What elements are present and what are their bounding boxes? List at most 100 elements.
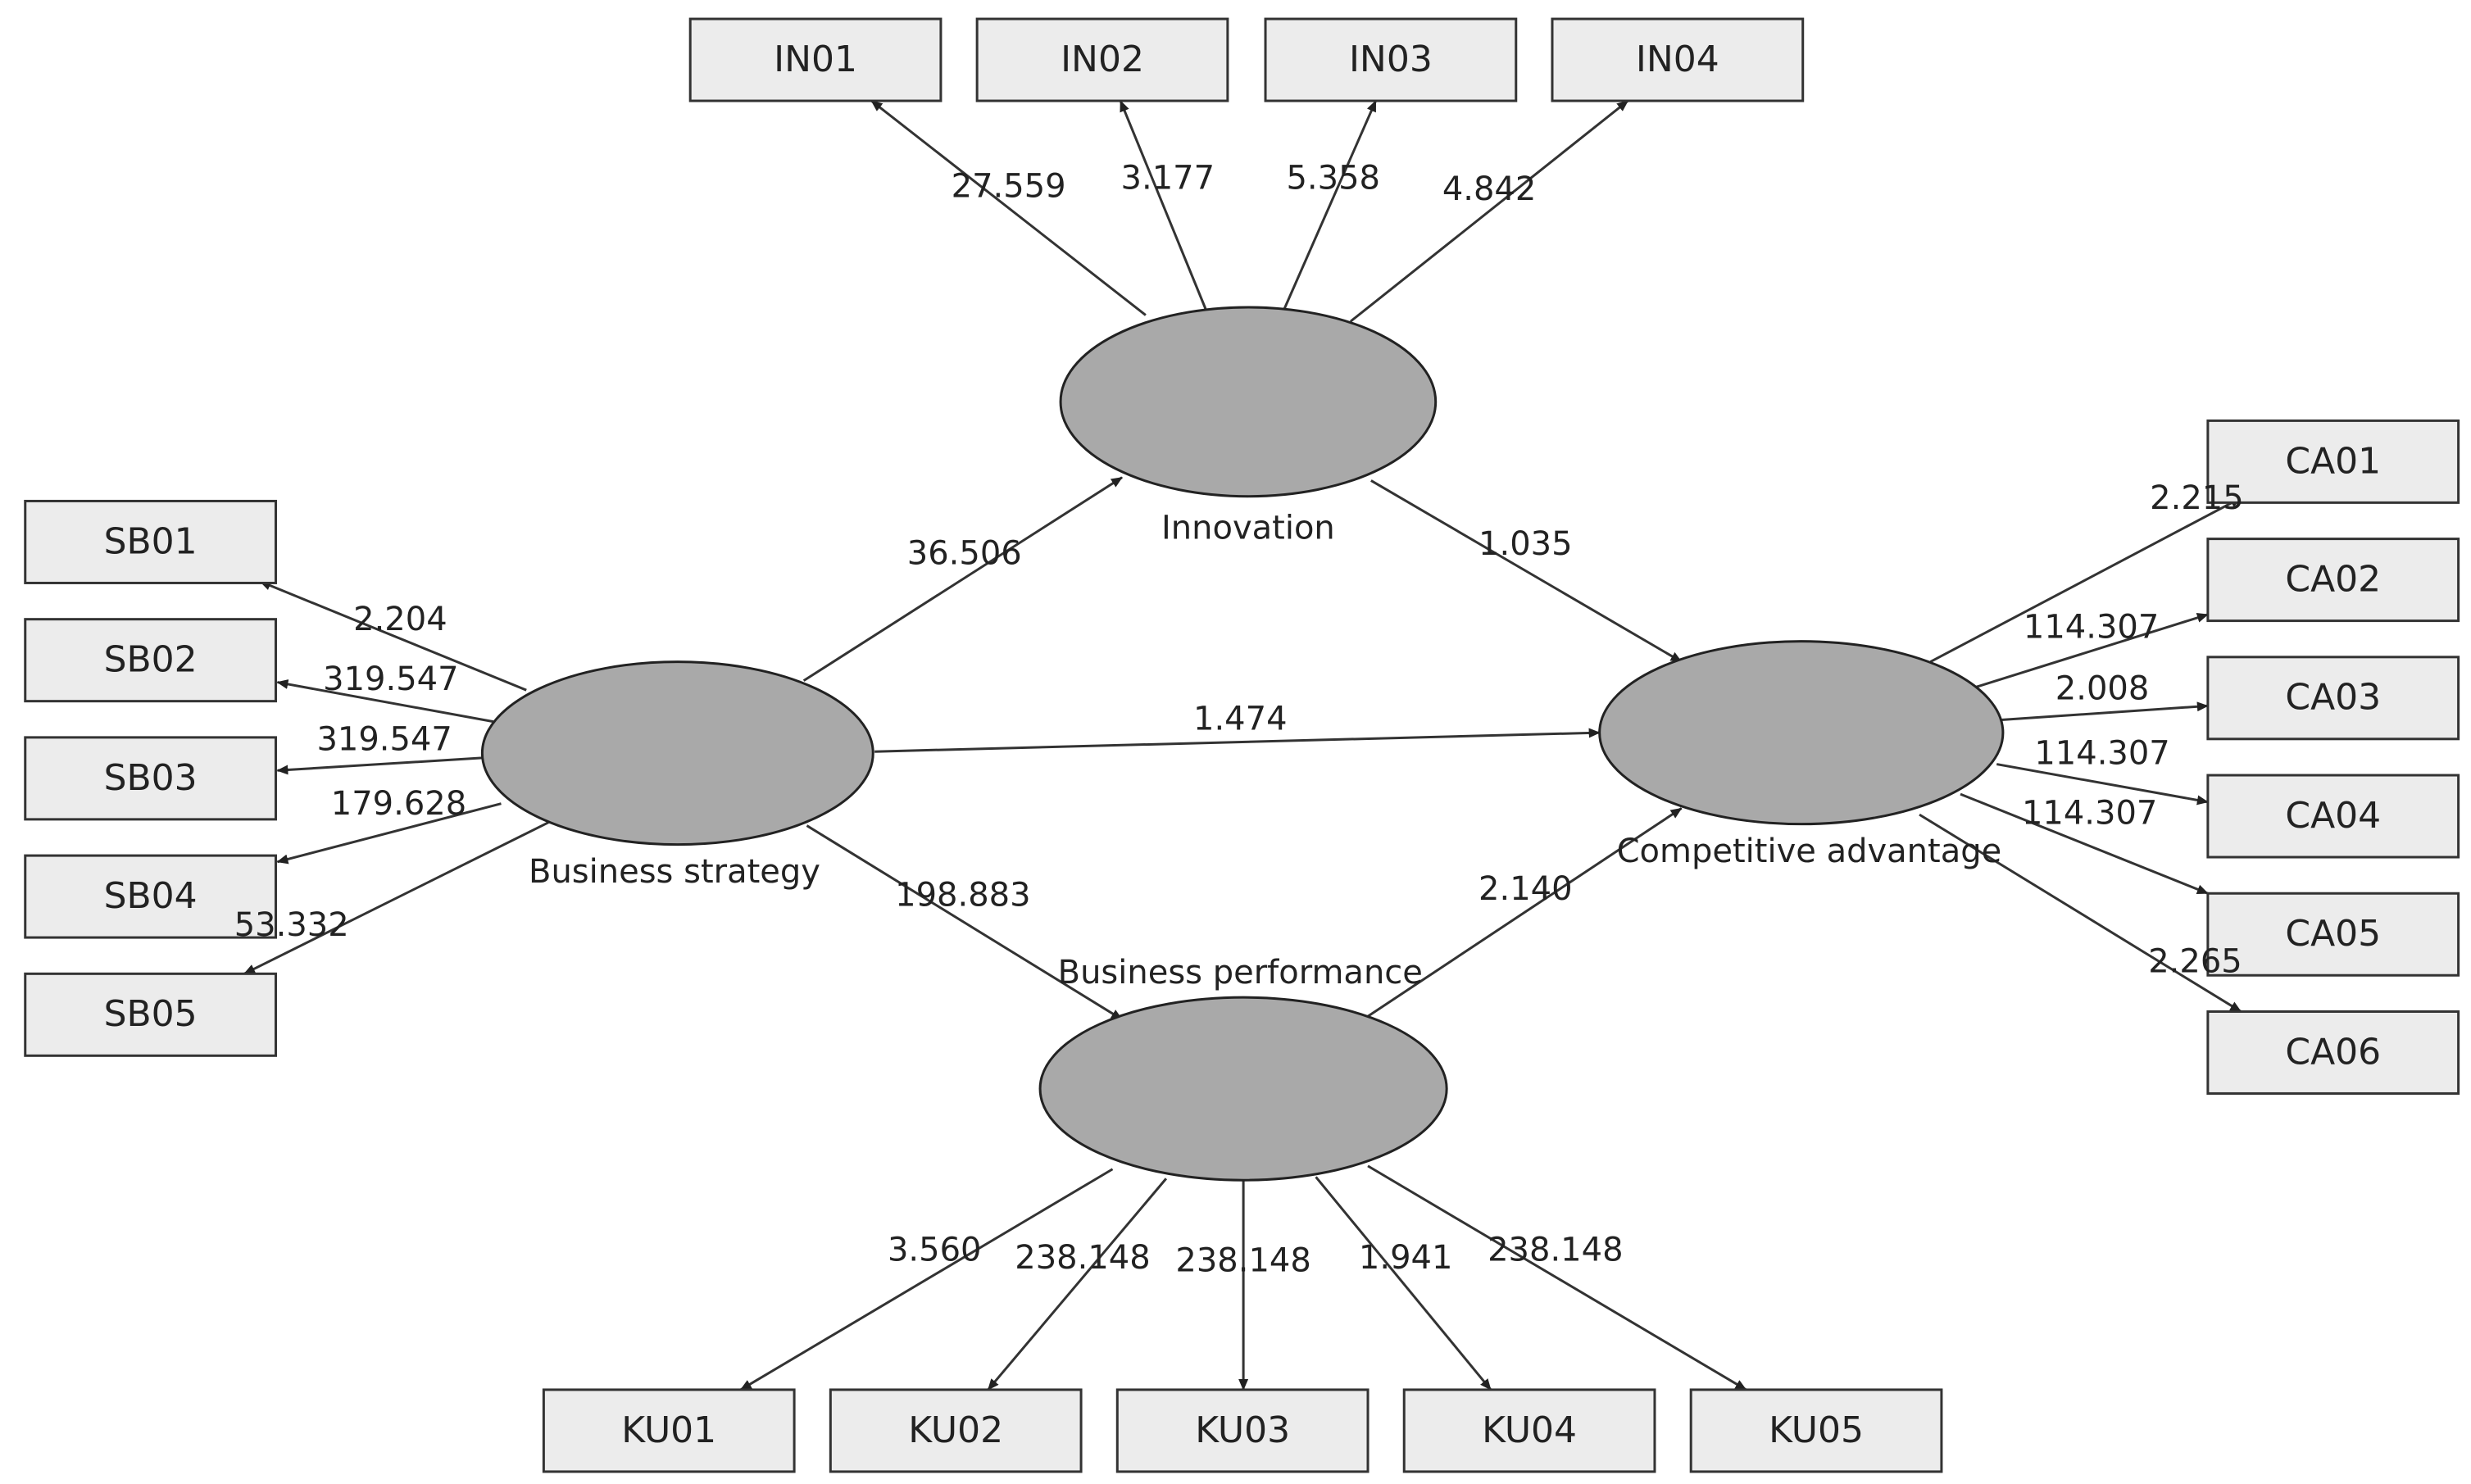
latent-business-performance-label: Business performance: [1058, 954, 1423, 992]
indicator-in02-label: IN02: [1061, 39, 1144, 80]
indicator-in02[interactable]: [975, 17, 1229, 102]
path-business-strategy-to-sb01-value: 2.204: [353, 601, 447, 638]
path-business-strategy-to-sb03-value: 319.547: [316, 720, 452, 758]
indicator-sb02-label: SB02: [104, 639, 198, 681]
indicator-ku02-label: KU02: [908, 1409, 1003, 1451]
indicator-ca01-label: CA01: [2285, 440, 2381, 482]
path-business-strategy-to-sb03-arrow: [276, 756, 483, 775]
path-business-performance-to-competitive-advantage-value: 2.140: [1479, 870, 1573, 908]
indicator-ca03[interactable]: [2206, 656, 2460, 741]
path-business-performance-to-ku05-value: 238.148: [1488, 1231, 1623, 1268]
path-business-performance-to-competitive-advantage-arrow: [1367, 807, 1683, 1018]
indicator-sb03-label: SB03: [104, 757, 198, 799]
indicator-ca05[interactable]: [2206, 892, 2460, 977]
path-innovation-to-in03-value: 5.358: [1286, 160, 1380, 197]
indicator-sb01-label: SB01: [104, 520, 198, 562]
path-business-performance-to-ku05-arrow: [1367, 1164, 1747, 1391]
indicator-sb02[interactable]: [24, 618, 277, 703]
path-business-strategy-to-business-performance-value: 198.883: [895, 877, 1030, 914]
latent-innovation-label: Innovation: [1161, 510, 1335, 547]
path-competitive-advantage-to-ca04-arrow: [1996, 763, 2209, 806]
latent-competitive-advantage[interactable]: [1598, 640, 2005, 826]
indicator-sb05-label: SB05: [104, 993, 198, 1035]
path-business-strategy-to-sb04-arrow: [276, 802, 502, 865]
indicator-in01[interactable]: [688, 17, 943, 102]
indicator-ku05[interactable]: [1689, 1388, 1943, 1473]
path-competitive-advantage-to-ca03-value: 2.008: [2055, 670, 2150, 708]
path-business-strategy-to-innovation-value: 36.506: [907, 534, 1022, 572]
indicator-ku03-label: KU03: [1195, 1409, 1290, 1451]
path-business-performance-to-ku04-value: 1.941: [1359, 1239, 1453, 1277]
indicator-sb05[interactable]: [24, 972, 277, 1057]
indicator-ca04-label: CA04: [2285, 795, 2381, 837]
path-business-performance-to-ku03-value: 238.148: [1175, 1242, 1310, 1280]
indicator-in03-label: IN03: [1349, 39, 1433, 80]
latent-business-performance[interactable]: [1038, 996, 1448, 1182]
path-innovation-to-in01-arrow: [870, 99, 1147, 316]
path-business-strategy-to-sb02-value: 319.547: [323, 660, 458, 698]
indicator-ku04-label: KU04: [1482, 1409, 1577, 1451]
indicator-ca04[interactable]: [2206, 774, 2460, 859]
indicator-ku04[interactable]: [1402, 1388, 1656, 1473]
path-business-performance-to-ku04-arrow: [1315, 1176, 1492, 1391]
latent-business-strategy[interactable]: [480, 660, 874, 846]
path-business-performance-to-ku01-value: 3.560: [888, 1231, 982, 1268]
indicator-in03[interactable]: [1264, 17, 1518, 102]
path-business-strategy-to-sb01-arrow: [259, 580, 527, 692]
path-business-strategy-to-sb04-value: 179.628: [331, 785, 466, 823]
indicator-ca03-label: CA03: [2285, 677, 2381, 719]
edges-layer: [243, 99, 2242, 1391]
path-competitive-advantage-to-ca01-value: 2.215: [2150, 479, 2244, 517]
labels-layer: 36.506 1.035 1.474 198.883 2.140 27.559 3.177 5…: [234, 160, 2244, 1280]
path-innovation-to-in02-arrow: [1119, 100, 1207, 310]
indicator-sb01[interactable]: [24, 499, 277, 584]
path-business-strategy-to-competitive-advantage-arrow: [874, 728, 1601, 753]
indicator-in01-label: IN01: [774, 39, 857, 80]
path-innovation-to-competitive-advantage-arrow: [1370, 479, 1683, 663]
indicator-ca06-label: CA06: [2285, 1031, 2381, 1073]
latent-business-strategy-label: Business strategy: [529, 853, 820, 891]
path-business-strategy-to-sb05-arrow: [243, 821, 549, 975]
path-business-performance-to-ku01-arrow: [739, 1168, 1114, 1391]
indicator-ca05-label: CA05: [2285, 913, 2381, 955]
path-competitive-advantage-to-ca05-value: 114.307: [2022, 795, 2157, 833]
indicator-ca06[interactable]: [2206, 1010, 2460, 1095]
indicator-sb04[interactable]: [24, 854, 277, 939]
path-business-strategy-to-sb05-value: 53.332: [234, 906, 349, 944]
path-competitive-advantage-to-ca06-arrow: [1919, 813, 2242, 1013]
path-business-strategy-to-competitive-advantage-value: 1.474: [1193, 700, 1288, 737]
path-competitive-advantage-to-ca01-arrow: [1929, 497, 2242, 663]
path-innovation-to-in04-value: 4.842: [1442, 170, 1537, 208]
path-innovation-to-in01-value: 27.559: [952, 167, 1066, 205]
path-innovation-to-competitive-advantage-value: 1.035: [1479, 525, 1573, 563]
indicator-in04-label: IN04: [1636, 39, 1719, 80]
path-competitive-advantage-to-ca04-value: 114.307: [2034, 735, 2169, 773]
indicator-sb03[interactable]: [24, 736, 277, 821]
path-competitive-advantage-to-ca05-arrow: [1960, 792, 2209, 895]
indicator-ku05-label: KU05: [1769, 1409, 1864, 1451]
indicator-ca01[interactable]: [2206, 419, 2460, 504]
indicator-ku03[interactable]: [1115, 1388, 1369, 1473]
indicator-ca02[interactable]: [2206, 538, 2460, 623]
latent-innovation[interactable]: [1059, 306, 1438, 498]
path-competitive-advantage-to-ca06-value: 2.265: [2148, 942, 2242, 980]
path-competitive-advantage-to-ca02-value: 114.307: [2024, 609, 2159, 647]
path-business-strategy-to-business-performance-arrow: [806, 824, 1123, 1021]
path-competitive-advantage-to-ca02-arrow: [1975, 613, 2209, 688]
path-innovation-to-in03-arrow: [1283, 100, 1378, 310]
path-business-performance-to-ku02-value: 238.148: [1015, 1239, 1150, 1277]
indicator-ca02-label: CA02: [2285, 559, 2381, 601]
path-business-performance-to-ku02-arrow: [987, 1178, 1168, 1391]
path-innovation-to-in02-value: 3.177: [1121, 160, 1215, 197]
indicator-in04[interactable]: [1551, 17, 1805, 102]
indicator-ku01-label: KU01: [621, 1409, 716, 1451]
indicator-sb04-label: SB04: [104, 875, 198, 917]
path-competitive-advantage-to-ca03-arrow: [1998, 701, 2209, 722]
path-business-strategy-to-sb02-arrow: [276, 679, 494, 724]
path-innovation-to-in04-arrow: [1349, 99, 1629, 323]
indicator-ku01[interactable]: [542, 1388, 796, 1473]
path-business-strategy-to-innovation-arrow: [802, 476, 1123, 682]
indicator-ku02[interactable]: [829, 1388, 1083, 1473]
